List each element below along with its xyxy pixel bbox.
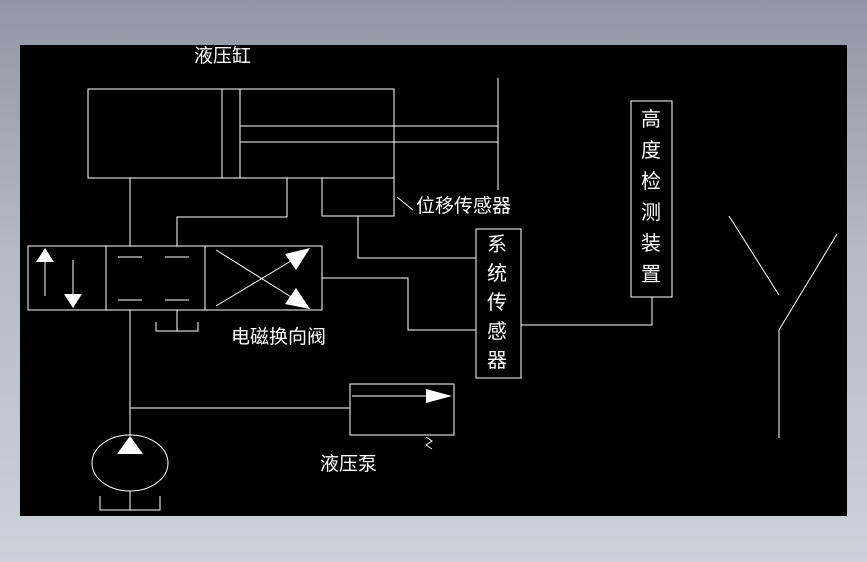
- pipe-cylinder-port-b: [176, 178, 288, 246]
- label-system-sensor: 系 统 传 感 器: [487, 232, 507, 372]
- label-height-detector: 高 度 检 测 装 置: [641, 107, 661, 286]
- system-sensor-char-5: 器: [487, 348, 507, 372]
- system-sensor-char-1: 系: [487, 232, 507, 256]
- system-sensor-char-4: 感: [487, 319, 507, 343]
- pump-circuit: [91, 310, 350, 511]
- relief-valve-spring: [425, 436, 433, 450]
- antenna-right-arm: [778, 233, 838, 331]
- pump-arrow: [117, 436, 143, 454]
- relief-valve: [349, 383, 455, 450]
- valve-cross-arrow-1: [215, 249, 297, 301]
- valve-cross-arrow-2-head: [285, 248, 310, 270]
- system-sensor-char-2: 统: [487, 261, 507, 285]
- cylinder-body: [87, 88, 395, 179]
- signal-lines: [322, 216, 653, 331]
- height-detector-char-1: 高: [641, 107, 661, 131]
- valve-down-arrow-head: [64, 294, 82, 308]
- cylinder-pipes: [129, 178, 288, 246]
- system-sensor-char-3: 传: [487, 290, 507, 314]
- tank-valve: [155, 322, 199, 332]
- height-detector-char-4: 测: [641, 200, 661, 224]
- label-displacement-sensor: 位移传感器: [416, 195, 511, 217]
- hydraulic-cylinder: [87, 78, 499, 190]
- system-sensor: [475, 228, 522, 379]
- valve-cross-arrow-2: [215, 257, 297, 307]
- signal-displacement-to-system: [357, 216, 476, 259]
- label-pump: 液压泵: [320, 453, 377, 475]
- solenoid-valve: [27, 245, 323, 311]
- relief-valve-box: [349, 383, 455, 436]
- height-detector-char-3: 检: [641, 169, 661, 193]
- tank-symbol-valve: [155, 310, 199, 332]
- antenna-symbol: [728, 215, 838, 438]
- displacement-sensor-box: [321, 177, 395, 217]
- height-detector-char-6: 置: [641, 262, 661, 286]
- signal-height-to-system: [521, 297, 653, 326]
- antenna-left-arm: [728, 215, 780, 296]
- valve-up-arrow-head: [36, 248, 54, 262]
- label-solenoid-valve: 电磁换向阀: [231, 326, 326, 348]
- diagram-canvas: [20, 45, 847, 516]
- height-detector-char-2: 度: [641, 138, 661, 162]
- valve-cross-arrow-1-head: [285, 288, 310, 309]
- tank-pump: [99, 496, 161, 511]
- height-detector: [630, 100, 673, 298]
- relief-valve-arrow-head: [426, 389, 452, 403]
- displacement-sensor: [321, 177, 414, 217]
- height-detector-box: [630, 100, 673, 298]
- label-cylinder: 液压缸: [194, 45, 251, 67]
- signal-system-to-valve: [322, 277, 476, 331]
- system-sensor-box: [475, 228, 522, 379]
- height-detector-char-5: 装: [641, 231, 661, 255]
- displacement-sensor-leader: [396, 196, 414, 211]
